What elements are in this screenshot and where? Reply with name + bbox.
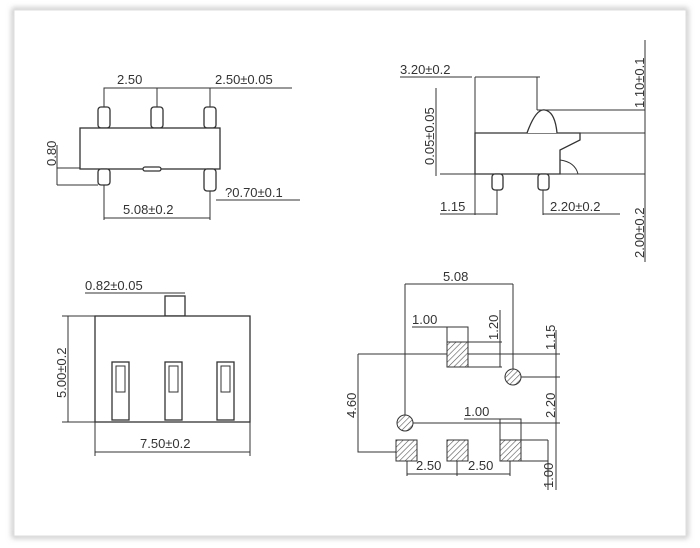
side-view: 3.20±0.2 0.05±0.05 1.10±0.1 2.00±0.2 1.1…: [400, 40, 647, 262]
pad-height-top-label: 1.20: [486, 315, 501, 340]
pin-diameter-label: ?0.70±0.1: [225, 185, 283, 200]
offset-right-label: 1.15: [543, 325, 558, 350]
gap-label: 0.05±0.05: [422, 107, 437, 165]
pad-height-bottom-label: 1.00: [541, 463, 556, 488]
offset-label: 1.15: [440, 199, 465, 214]
height-label: 0.80: [44, 141, 59, 166]
pitch-left-label: 2.50: [117, 72, 142, 87]
pad-width-top-label: 1.00: [412, 312, 437, 327]
tab-width-label: 0.82±0.05: [85, 278, 143, 293]
pitch-right-label: 2.50: [468, 458, 493, 473]
pin-length-label: 2.00±0.2: [632, 207, 647, 258]
vertical-span-label: 4.60: [344, 393, 359, 418]
hole-span-label: 5.08: [443, 269, 468, 284]
width-label: 3.20±0.2: [400, 62, 451, 77]
frame: [13, 9, 687, 537]
footprint-view: 5.08 1.00 1.20 1.15 4.60 2.20 1.00 2.50 …: [344, 269, 560, 490]
pitch-left-label: 2.50: [416, 458, 441, 473]
top-view: 0.82±0.05 5.00±0.2 7.50±0.2: [54, 278, 251, 456]
front-view: 2.50 2.50±0.05 0.80 ?0.70±0.1 5.08±0.2: [44, 72, 300, 220]
body-width-label: 7.50±0.2: [140, 436, 191, 451]
pad-width-bottom-label: 1.00: [464, 404, 489, 419]
body-height-label: 5.00±0.2: [54, 347, 69, 398]
hole-spacing-label: 2.20: [543, 393, 558, 418]
pin-span-label: 5.08±0.2: [123, 202, 174, 217]
pin-spacing-label: 2.20±0.2: [550, 199, 601, 214]
pitch-right-label: 2.50±0.05: [215, 72, 273, 87]
actuator-height-label: 1.10±0.1: [632, 57, 647, 108]
